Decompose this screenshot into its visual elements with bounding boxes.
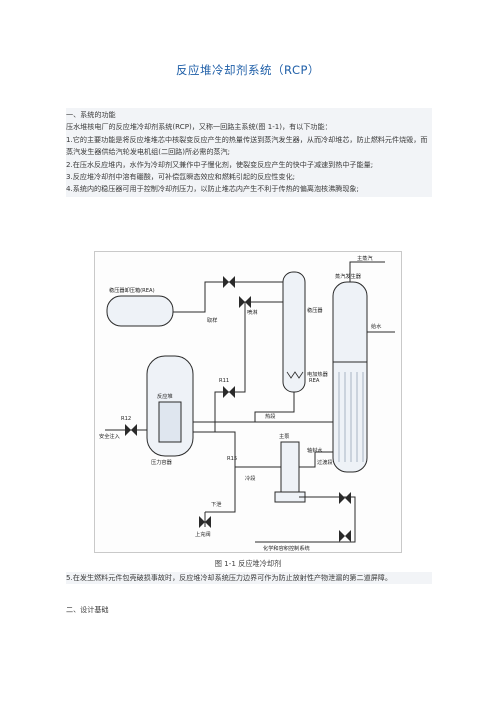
valve-icon bbox=[199, 516, 211, 528]
valve-icon bbox=[223, 386, 235, 398]
section-functions-cont: 5.在发生燃料元件包壳破损事故时，反应堆冷却系统压力边界可作为防止放射性产物泄漏… bbox=[66, 572, 432, 585]
label-safety-injection: 安全注入 bbox=[99, 432, 120, 440]
label-hot-leg: 热段 bbox=[265, 412, 275, 420]
page-title: 反应堆冷却剂系统（RCP） bbox=[176, 63, 320, 77]
label-r11: R11 bbox=[219, 378, 229, 384]
label-main-pump: 主泵 bbox=[279, 432, 289, 440]
function-item: 3.反应堆冷却剂中溶有硼酸，可补偿氙瞬态效应和燃耗引起的反应性变化; bbox=[66, 172, 296, 182]
valve-icon bbox=[339, 492, 351, 504]
label-main-steam: 主蒸汽 bbox=[357, 254, 373, 262]
label-r15: R15 bbox=[227, 456, 237, 462]
main-pump-body bbox=[280, 441, 300, 493]
section-design-basis: 二、设计基础 bbox=[66, 604, 432, 616]
heater-coil bbox=[286, 371, 304, 379]
section-functions: 一、系统的功能 压水堆核电厂的反应堆冷却剂系统(RCP)，又称一回路主系统(图 … bbox=[66, 108, 432, 197]
label-r12: R12 bbox=[121, 416, 131, 422]
label-heaters: 电加热器 bbox=[307, 370, 329, 378]
label-upper-charging: 上充阀 bbox=[195, 530, 211, 538]
label-pressurizer: 稳压器 bbox=[307, 306, 323, 314]
relief-tank bbox=[106, 295, 174, 327]
function-item: 5.在发生燃料元件包壳破损事故时，反应堆冷却系统压力边界可作为防止放射性产物泄漏… bbox=[66, 573, 392, 582]
diagram-svg: 稳压器卸压箱(REA) 稳压器 蒸汽发生器 主蒸汽 给水 反应堆 压力容器 主泵… bbox=[99, 254, 395, 552]
label-feedwater: 给水 bbox=[371, 322, 382, 330]
valve-icon bbox=[125, 424, 137, 436]
label-seal-water: 轴封水 bbox=[307, 446, 323, 454]
label-relief-tank: 稳压器卸压箱(REA) bbox=[109, 286, 155, 294]
label-rea: REA bbox=[309, 378, 320, 384]
valve-icon bbox=[239, 296, 251, 308]
section-intro: 压水堆核电厂的反应堆冷却剂系统(RCP)，又称一回路主系统(图 1-1)，有以下… bbox=[66, 122, 332, 132]
function-item: 4.系统内的稳压器可用于控制冷却剂压力，以防止堆芯内产生不利于传热的偏离泡核沸腾… bbox=[66, 184, 359, 194]
figure-caption: 图 1-1 反应堆冷却剂 bbox=[214, 559, 282, 568]
label-chemical-volume: 化学和容积控制系统 bbox=[263, 544, 310, 552]
steam-generator-vessel bbox=[332, 281, 368, 473]
valve-icon bbox=[339, 530, 351, 542]
label-crossover: 过渡段 bbox=[317, 458, 333, 466]
label-steam-generator: 蒸汽发生器 bbox=[335, 272, 362, 280]
section-heading: 二、设计基础 bbox=[66, 605, 109, 614]
label-spray: 喷淋 bbox=[247, 308, 258, 316]
label-let-down: 下泄 bbox=[211, 500, 221, 508]
section-heading: 一、系统的功能 bbox=[66, 110, 116, 119]
label-cold-leg: 冷段 bbox=[245, 474, 255, 482]
valve-icon bbox=[223, 276, 235, 288]
function-item: 1.它的主要功能是将反应堆堆芯中核裂变反应产生的热量传送到蒸汽发生器，从而冷却堆… bbox=[66, 134, 428, 157]
label-sample: 取样 bbox=[207, 316, 217, 324]
label-pressure-vessel: 压力容器 bbox=[151, 458, 173, 466]
function-item: 2.在压水反应堆内，水作为冷却剂又兼作中子慢化剂，使裂变反应产生的快中子减速到热… bbox=[66, 159, 374, 169]
rcp-system-diagram: 稳压器卸压箱(REA) 稳压器 蒸汽发生器 主蒸汽 给水 反应堆 压力容器 主泵… bbox=[94, 251, 402, 553]
label-reactor: 反应堆 bbox=[157, 392, 173, 400]
